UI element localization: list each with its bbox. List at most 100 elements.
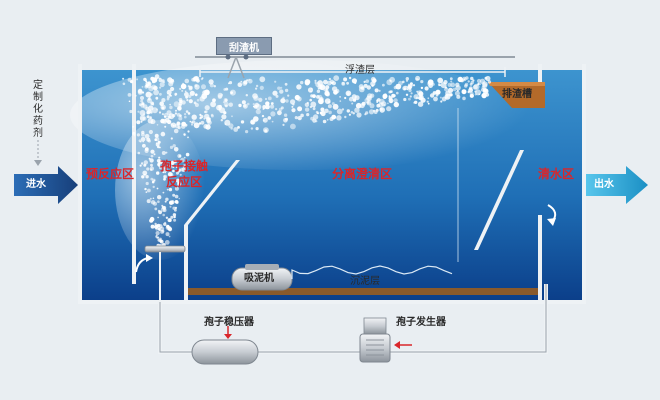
- spore-bubble: [382, 83, 385, 87]
- spore-bubble: [388, 95, 391, 98]
- spore-bubble: [212, 98, 216, 103]
- spore-bubble: [168, 113, 175, 120]
- spore-bubble: [467, 80, 470, 83]
- spore-bubble: [387, 102, 389, 105]
- spore-bubble: [161, 151, 166, 155]
- spore-bubble: [162, 171, 165, 174]
- spore-bubble: [153, 89, 160, 96]
- spore-bubble: [409, 82, 413, 86]
- tank-floor: [78, 300, 586, 304]
- spore-bubble: [141, 102, 145, 106]
- spore-bubble: [166, 224, 170, 229]
- spore-bubble: [172, 144, 176, 148]
- spore-bubble: [178, 154, 182, 158]
- scum-layer-label: 浮渣层: [345, 65, 375, 76]
- spore-bubble: [452, 87, 457, 92]
- spore-pressure-vessel-label: 孢子稳压器: [204, 317, 254, 328]
- spore-bubble: [178, 116, 183, 121]
- spore-bubble: [248, 78, 251, 81]
- spore-bubble: [287, 94, 290, 97]
- spore-bubble: [396, 91, 399, 95]
- spore-bubble: [296, 84, 302, 90]
- spore-bubble: [199, 96, 205, 102]
- spore-bubble: [185, 152, 190, 157]
- spore-bubble: [450, 80, 453, 83]
- spore-bubble: [150, 102, 154, 105]
- spore-bubble: [291, 108, 296, 113]
- spore-bubble: [141, 91, 145, 94]
- spore-bubble: [455, 85, 461, 91]
- spore-bubble: [263, 119, 265, 122]
- spore-bubble: [136, 120, 141, 125]
- spore-bubble: [158, 166, 162, 170]
- spore-bubble: [153, 85, 158, 91]
- spore-bubble: [188, 99, 193, 104]
- spore-bubble: [140, 99, 144, 103]
- sludge-band: [187, 288, 540, 295]
- spore-bubble: [161, 98, 166, 103]
- spore-bubble: [141, 86, 144, 88]
- spore-bubble: [341, 81, 345, 85]
- spore-bubble: [262, 117, 268, 123]
- spore-bubble: [424, 86, 429, 91]
- spore-generator-graphic: [359, 317, 391, 363]
- spore-bubble: [373, 110, 378, 114]
- spore-bubble: [265, 98, 267, 100]
- spore-bubble: [241, 100, 246, 105]
- spore-bubble: [456, 94, 461, 99]
- spore-bubble: [152, 78, 155, 80]
- spore-bubble: [300, 113, 304, 118]
- spore-bubble: [354, 107, 360, 113]
- spore-bubble: [329, 117, 334, 121]
- spore-bubble: [154, 133, 159, 138]
- spore-bubble: [140, 162, 144, 165]
- spore-bubble: [348, 113, 351, 116]
- spore-bubble: [177, 169, 181, 173]
- spore-bubble: [433, 96, 438, 102]
- spore-bubble: [128, 100, 131, 103]
- spore-bubble: [173, 218, 177, 222]
- spore-bubble: [328, 110, 332, 115]
- spore-bubble: [193, 101, 197, 105]
- spore-bubble: [182, 164, 188, 169]
- spore-bubble: [440, 100, 443, 103]
- spore-bubble: [231, 115, 233, 118]
- spore-bubble: [156, 187, 159, 190]
- spore-bubble: [283, 113, 288, 117]
- spore-bubble: [252, 103, 255, 106]
- spore-bubble: [194, 84, 200, 90]
- spore-bubble: [154, 207, 158, 211]
- spore-bubble: [408, 83, 411, 86]
- pressure-vessel-graphic: [191, 339, 259, 365]
- spore-bubble: [154, 222, 157, 226]
- spore-bubble: [160, 229, 165, 234]
- spore-bubble: [166, 89, 172, 95]
- spore-bubble: [351, 94, 357, 100]
- spore-bubble: [405, 77, 409, 81]
- spore-bubble: [180, 157, 185, 163]
- spore-bubble: [221, 114, 227, 120]
- spore-bubble: [187, 85, 190, 88]
- spore-bubble: [407, 85, 412, 90]
- spore-bubble: [141, 175, 145, 179]
- spore-bubble: [181, 89, 184, 92]
- spore-bubble: [409, 95, 412, 98]
- spore-bubble: [344, 96, 347, 100]
- spore-bubble: [159, 92, 162, 96]
- spore-bubble: [420, 86, 424, 90]
- spore-bubble: [410, 92, 413, 95]
- spore-bubble: [151, 79, 156, 84]
- spore-bubble: [356, 112, 362, 118]
- spore-bubble: [291, 105, 294, 108]
- spore-bubble: [335, 88, 340, 94]
- spore-bubble: [484, 76, 488, 80]
- spore-bubble: [168, 235, 171, 238]
- spore-bubble: [174, 208, 177, 212]
- baffle-contact-slope: [184, 160, 240, 225]
- spore-bubble: [172, 165, 175, 168]
- spore-bubble: [472, 84, 478, 90]
- spore-bubble: [324, 108, 329, 114]
- spore-bubble: [148, 96, 151, 99]
- spore-bubble: [150, 119, 156, 125]
- spore-bubble: [456, 89, 459, 92]
